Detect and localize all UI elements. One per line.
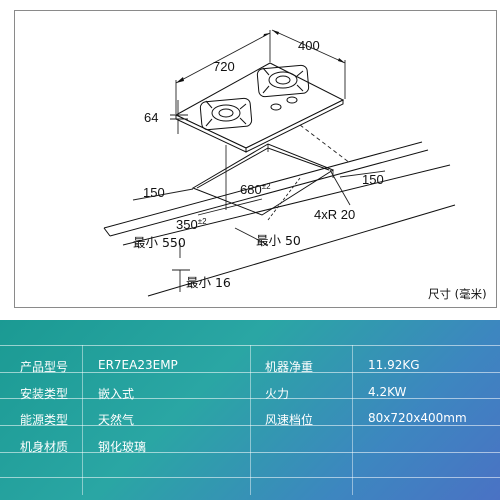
dim-corner-radius: 4xR 20 xyxy=(314,207,355,222)
spec-row: 机身材质 钢化玻璃 xyxy=(0,432,500,458)
unit-note: 尺寸 (毫米) xyxy=(428,287,487,301)
spec-value: 11.92KG xyxy=(368,358,420,372)
diagram-frame xyxy=(14,10,497,308)
spec-rule xyxy=(0,345,500,346)
spec-rule xyxy=(0,425,500,426)
dim-cutout-width: 680±2 xyxy=(240,182,271,197)
dim-cutout-left: 150 xyxy=(143,185,165,200)
dim-cutout-right: 150 xyxy=(362,172,384,187)
spec-label: 产品型号 xyxy=(20,360,69,374)
spec-row: 产品型号 ER7EA23EMP 机器净重 11.92KG xyxy=(0,352,500,378)
dim-height-base: 64 xyxy=(144,110,158,125)
burner-left xyxy=(199,97,253,131)
control-knobs xyxy=(270,96,298,111)
spec-value: 4.2KW xyxy=(368,385,407,399)
spec-label: 能源类型 xyxy=(20,413,69,427)
burner-right xyxy=(256,64,310,98)
installation-diagram: 720 400 64 150 150 680±2 350±2 4xR 20 最小… xyxy=(103,29,456,297)
spec-rule xyxy=(0,398,500,399)
countertop-outline xyxy=(103,141,456,297)
spec-value: ER7EA23EMP xyxy=(98,358,178,372)
spec-column-rule xyxy=(82,345,83,495)
spec-label: 机器净重 xyxy=(265,360,314,374)
spec-label: 安装类型 xyxy=(20,387,69,401)
dim-top-depth: 400 xyxy=(298,38,320,53)
spec-column-rule xyxy=(352,345,353,495)
dim-cutout-depth: 350±2 xyxy=(176,217,207,232)
spec-rule xyxy=(0,477,500,478)
spec-table xyxy=(0,320,500,500)
dim-top-width: 720 xyxy=(213,59,235,74)
cutout-opening xyxy=(191,143,335,216)
spec-rule xyxy=(0,452,500,453)
spec-value: 天然气 xyxy=(98,413,135,427)
spec-row: 能源类型 天然气 风速档位 80x720x400mm xyxy=(0,405,500,431)
spec-rule xyxy=(0,372,500,373)
spec-value: 80x720x400mm xyxy=(368,411,467,425)
spec-value: 嵌入式 xyxy=(98,387,135,401)
dim-min-back: 最小 50 xyxy=(256,233,301,248)
spec-row: 安装类型 嵌入式 火力 4.2KW xyxy=(0,379,500,405)
spec-label: 风速档位 xyxy=(265,413,314,427)
spec-value: 钢化玻璃 xyxy=(98,440,147,454)
hob-top xyxy=(174,62,345,153)
spec-column-rule xyxy=(250,345,251,495)
spec-label: 火力 xyxy=(265,387,290,401)
spec-label: 机身材质 xyxy=(20,440,69,454)
dim-min-thickness: 最小 16 xyxy=(186,275,231,290)
dim-min-front: 最小 550 xyxy=(133,235,186,250)
